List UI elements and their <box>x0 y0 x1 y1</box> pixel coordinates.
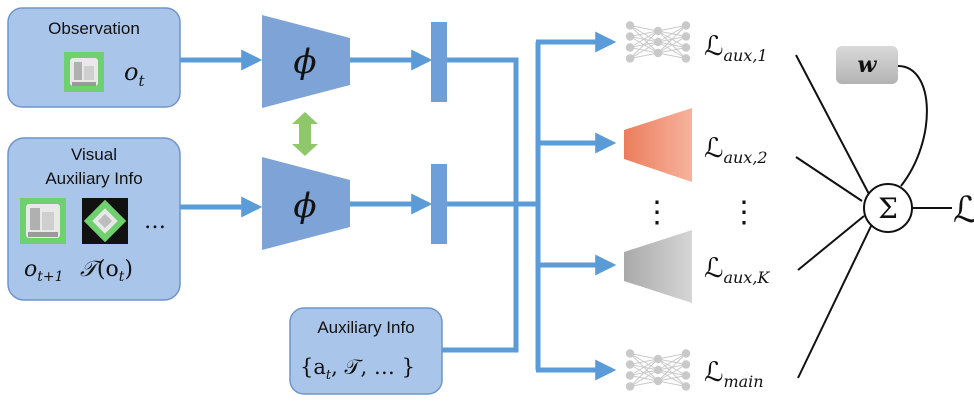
weight-box: w <box>836 46 898 84</box>
visual-aux-title-line1: Visual <box>71 145 117 164</box>
encoder-bottom: ϕ <box>262 157 350 250</box>
network-edge <box>657 364 687 382</box>
line-aux-1 <box>795 54 871 197</box>
aux-info-title: Auxiliary Info <box>317 318 414 337</box>
loss-aux-1: ℒaux,1 <box>704 31 768 65</box>
network-edge <box>629 358 659 365</box>
network-edge <box>657 353 687 382</box>
observation-title: Observation <box>48 19 140 38</box>
vdots-losses: ⋮ <box>729 195 759 230</box>
network-node <box>653 365 663 375</box>
network-node <box>625 32 635 41</box>
network-edge <box>629 358 659 376</box>
network-node <box>625 382 635 391</box>
network-node <box>625 21 635 30</box>
robot-arm-scene-thumbnail <box>64 52 104 92</box>
network-node <box>625 371 635 380</box>
network-node <box>653 376 663 386</box>
network-edge <box>629 30 659 59</box>
feature-vector-bottom <box>431 164 447 244</box>
network-edge <box>629 369 659 387</box>
network-node <box>625 349 635 358</box>
line-aux-2 <box>795 156 863 202</box>
network-node <box>681 349 691 358</box>
network-edge <box>657 52 687 59</box>
network-node <box>681 21 691 30</box>
loss-aux-k: ℒaux,K <box>704 253 770 287</box>
loss-aux-2: ℒaux,2 <box>704 133 768 167</box>
decoder-head-aux-k <box>624 230 692 303</box>
shared-weights-double-arrow <box>292 112 318 156</box>
sum-node: Σ <box>863 183 913 233</box>
transform-label: 𝒯(ot) <box>80 257 133 285</box>
network-edge <box>629 25 659 32</box>
network-edge <box>657 375 687 382</box>
line-main <box>797 223 873 379</box>
line-aux-k <box>797 215 865 271</box>
weight-symbol: w <box>858 52 878 78</box>
aux-info-set: {at, 𝒯, … } <box>300 355 415 383</box>
network-edge <box>629 353 659 360</box>
feature-vector-top <box>431 22 447 102</box>
network-edge <box>629 30 659 37</box>
network-edge <box>657 25 687 32</box>
next-observation-label: ot+1 <box>24 257 64 285</box>
network-edge <box>629 30 659 48</box>
network-node <box>625 54 635 63</box>
network-edge <box>657 47 687 54</box>
observation-box: Observation ot <box>7 7 181 108</box>
sum-symbol: Σ <box>878 192 898 225</box>
network-edge <box>657 25 687 43</box>
network-node <box>653 37 663 47</box>
connections <box>180 31 617 381</box>
network-edge <box>629 52 659 59</box>
network-edge <box>629 380 659 387</box>
network-node <box>681 360 691 369</box>
network-node <box>681 32 691 41</box>
encoder-top: ϕ <box>262 15 350 108</box>
aux-info-box: Auxiliary Info {at, 𝒯, … } <box>289 307 443 395</box>
merge-aux <box>442 207 519 353</box>
encoder-top-symbol: ϕ <box>293 42 316 82</box>
merge-top <box>447 57 519 207</box>
loss-main: ℒmain <box>704 357 764 391</box>
observation-symbol: ot <box>124 58 145 90</box>
network-edge <box>657 380 687 387</box>
network-node <box>681 371 691 380</box>
visual-aux-box: Visual Auxiliary Info … ot+1 𝒯(ot) <box>7 137 181 301</box>
network-edge <box>629 358 659 387</box>
network-node <box>681 43 691 52</box>
network-node <box>681 382 691 391</box>
vdots-heads: ⋮ <box>642 195 672 230</box>
network-edge <box>657 36 687 54</box>
visual-aux-title-line2: Auxiliary Info <box>45 169 142 188</box>
ellipsis: … <box>144 209 166 234</box>
combiner-lines <box>795 54 952 379</box>
weight-connector <box>897 65 928 187</box>
network-node <box>625 43 635 52</box>
mlp-head-aux-1 <box>625 21 691 63</box>
network-node <box>653 26 663 36</box>
network-node <box>625 360 635 369</box>
mlp-head-main <box>625 349 691 391</box>
decoder-head-aux-2 <box>624 108 692 182</box>
network-node <box>653 354 663 364</box>
total-loss-symbol: ℒ <box>953 190 974 231</box>
network-node <box>681 54 691 63</box>
network-edge <box>657 353 687 360</box>
transformed-frame-thumbnail <box>82 198 128 244</box>
network-edge <box>657 25 687 54</box>
network-node <box>653 48 663 58</box>
next-frame-thumbnail <box>20 198 66 244</box>
network-edge <box>629 41 659 59</box>
network-edge <box>657 353 687 371</box>
encoder-bottom-symbol: ϕ <box>293 186 316 226</box>
